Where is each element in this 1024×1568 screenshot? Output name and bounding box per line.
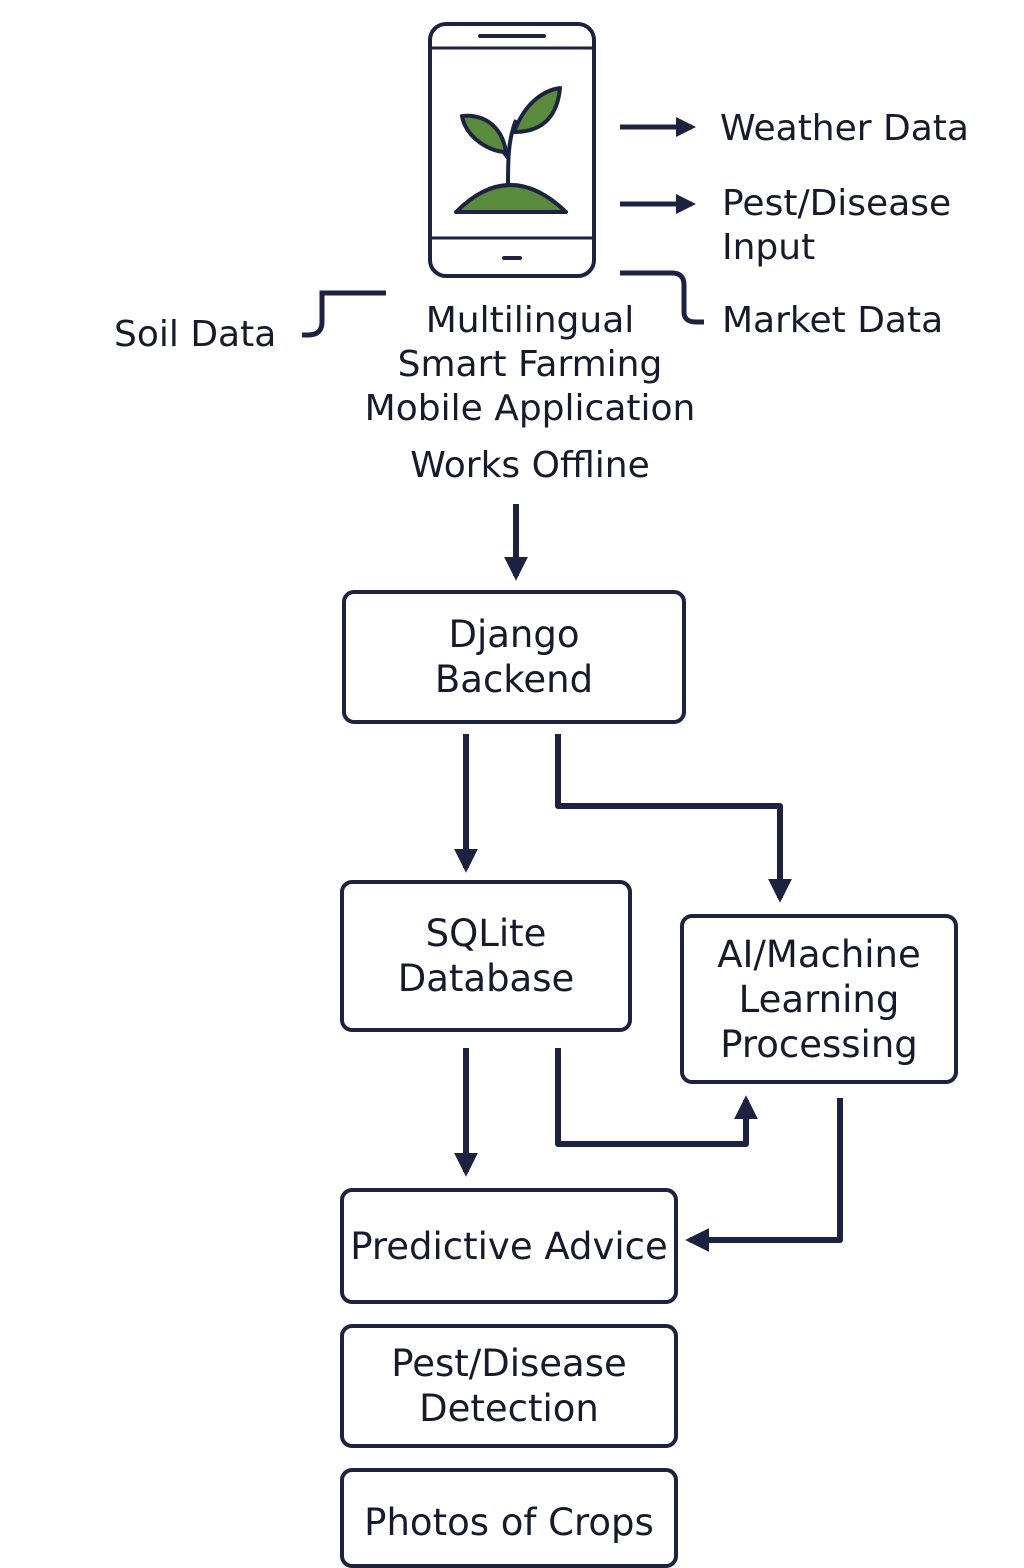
ai-processing-node: AI/Machine Learning Processing (680, 914, 958, 1084)
ai-processing-line-2: Learning (738, 977, 900, 1021)
architecture-diagram: Weather Data Pest/Disease Input Market D… (114, 22, 969, 1568)
pest-disease-input-line-2: Input (722, 227, 816, 268)
app-title-line-3: Mobile Application (364, 388, 696, 429)
ai-processing-line-1: AI/Machine (717, 932, 921, 976)
app-title: Multilingual Smart Farming Mobile Applic… (340, 299, 720, 431)
django-backend-line-1: Django (448, 613, 580, 656)
app-title-line-2: Smart Farming (397, 344, 663, 385)
connector-layer (302, 22, 843, 1252)
photos-of-crops-node: Photos of Crops (340, 1468, 678, 1568)
weather-data-label: Weather Data (720, 108, 969, 149)
django-backend-line-2: Backend (434, 658, 594, 701)
photos-of-crops-label: Photos of Crops (364, 1501, 654, 1544)
arrow-backend-to-ai (555, 734, 792, 903)
sqlite-database-node: SQLite Database (340, 880, 632, 1032)
pest-disease-input-label: Pest/Disease Input (722, 182, 951, 270)
works-offline-label: Works Offline (410, 445, 650, 486)
predictive-advice-node: Predictive Advice (340, 1188, 678, 1304)
smartphone-icon (428, 22, 596, 278)
connector-market (620, 270, 704, 325)
connector-soil (302, 290, 386, 338)
seedling-icon (454, 86, 568, 214)
sqlite-database-line-1: SQLite (425, 912, 547, 955)
market-data-label: Market Data (722, 300, 944, 341)
django-backend-node: Django Backend (342, 590, 686, 724)
app-title-line-1: Multilingual (425, 300, 635, 341)
pest-disease-input-line-1: Pest/Disease (722, 183, 952, 224)
arrow-ai-to-advice (685, 1098, 843, 1252)
pest-disease-detection-line-1: Pest/Disease (391, 1342, 627, 1385)
sqlite-database-line-2: Database (397, 957, 575, 1000)
predictive-advice-label: Predictive Advice (350, 1224, 668, 1268)
arrow-database-to-ai (555, 1048, 758, 1147)
pest-disease-detection-line-2: Detection (419, 1387, 599, 1430)
ai-processing-line-3: Processing (720, 1022, 918, 1066)
pest-disease-detection-node: Pest/Disease Detection (340, 1324, 678, 1448)
soil-data-label: Soil Data (114, 314, 277, 355)
